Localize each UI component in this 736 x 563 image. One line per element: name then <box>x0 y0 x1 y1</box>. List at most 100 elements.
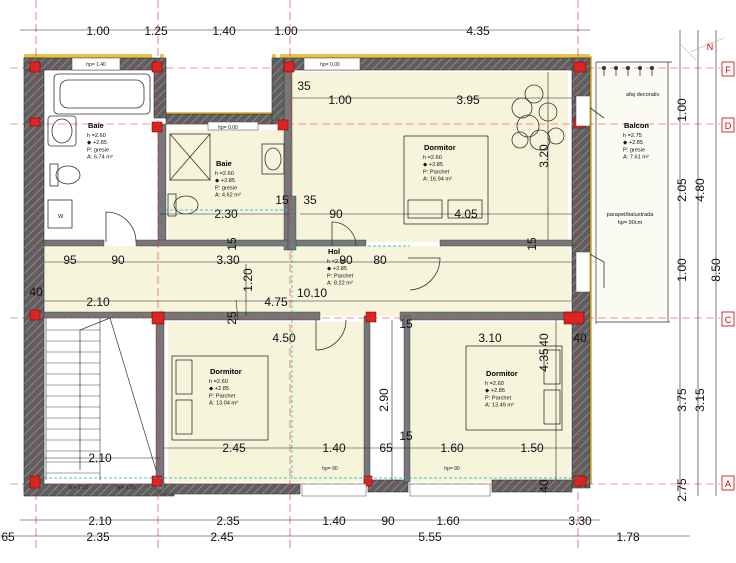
room-name-7: Dormitor <box>486 369 518 378</box>
interior-dim-5: 15 <box>275 193 289 207</box>
axis-label-D: D <box>725 121 732 131</box>
interior-dim-16: 80 <box>373 253 387 267</box>
room-name-6: Dormitor <box>210 367 242 376</box>
bed-top <box>403 135 489 225</box>
room-info-4-1: h =2.75 <box>623 133 642 139</box>
bottom-dim-2-2: 2.35 <box>86 530 110 544</box>
room-info-5-1: h =2.60 <box>327 259 346 265</box>
axis-label-C: C <box>725 315 732 325</box>
room-info-2-4: A: 4.62 m² <box>215 193 241 199</box>
interior-dim-14: 1.20 <box>241 268 255 292</box>
interior-dim-36: 40 <box>537 479 551 493</box>
room-info-3-4: A: 16.94 m² <box>423 177 452 183</box>
room-info-6-4: A: 13.04 m² <box>209 401 238 407</box>
interior-dim-24: 40 <box>573 331 587 345</box>
axis-markers <box>721 61 735 491</box>
right-dim-1: 1.00 <box>675 98 689 122</box>
room-name-4: Balcon <box>624 121 649 130</box>
decorative-studs <box>602 66 654 76</box>
window-label-6: hp= 1.50 <box>68 485 88 491</box>
interior-dim-8: 4.05 <box>454 207 478 221</box>
room-info-4-4: A: 7.61 m² <box>623 155 649 161</box>
plant <box>511 97 533 119</box>
interior-dim-4: 2.30 <box>214 207 238 221</box>
room-info-1-3: P: gresie <box>87 147 109 153</box>
room-name-1: Baie <box>88 121 104 130</box>
balcony-railing <box>595 61 672 324</box>
interior-dim-30: 1.50 <box>520 441 544 455</box>
annotation-parapet: parapet/balustrada <box>607 212 655 218</box>
interior-dim-13: 3.30 <box>216 253 240 267</box>
interior-dim-29: 1.60 <box>440 441 464 455</box>
interior-dim-28: 65 <box>379 441 393 455</box>
room-info-5-2: ◆ +2.85 <box>327 266 347 272</box>
room-info-2-2: ◆ +2.85 <box>215 178 235 184</box>
room-info-5-4: A: 8.22 m² <box>327 281 353 287</box>
annotation-decor: afaj decorativ <box>626 92 659 98</box>
room-name-5: Hol <box>328 247 340 256</box>
bottom-dim-2-5: 1.78 <box>616 530 640 544</box>
room-info-2-3: P: gresie <box>215 185 237 191</box>
interior-dim-27: 1.40 <box>322 441 346 455</box>
interior-dim-18: 2.10 <box>86 295 110 309</box>
interior-dim-33: 2.10 <box>88 451 112 465</box>
room-info-6-2: ◆ +2.85 <box>209 386 229 392</box>
axis-label-F: F <box>725 65 731 75</box>
wc-label: W <box>58 214 64 220</box>
interior-dim-9: 15 <box>225 237 239 251</box>
room-info-6-3: P: Parchet <box>209 393 236 399</box>
bottom-dim-1-1: 2.10 <box>88 514 112 528</box>
north-label: N <box>707 42 714 52</box>
interior-dim-32: 15 <box>399 429 413 443</box>
axis-label-A: A <box>725 479 731 489</box>
room-info-4-2: ◆ +2.85 <box>623 140 643 146</box>
right-dim-6: 3.15 <box>693 388 707 412</box>
right-dim-8: 2.75 <box>675 478 689 502</box>
interior-dim-2: 1.00 <box>328 93 352 107</box>
bottom-dim-2-1: 65 <box>1 530 15 544</box>
interior-dim-7: 90 <box>329 207 343 221</box>
room-info-2-1: h =2.60 <box>215 171 234 177</box>
sink-small <box>261 143 285 175</box>
right-dim-2: 2.05 <box>675 178 689 202</box>
right-dim-4: 3.75 <box>675 388 689 412</box>
bed-left <box>171 355 269 441</box>
interior-dim-37: 40 <box>537 333 551 347</box>
room-info-1-2: ◆ +2.85 <box>87 140 107 146</box>
interior-dim-20: 10.10 <box>297 286 327 300</box>
interior-dim-25: 4.35 <box>537 348 551 372</box>
room-info-1-1: h =2.60 <box>87 133 106 139</box>
bathtub <box>53 73 151 115</box>
window-label-7: hp= 1.50 <box>116 485 136 491</box>
window-label-5: hp= 90 <box>444 466 460 472</box>
walls <box>23 57 591 497</box>
shower <box>169 133 211 181</box>
dimension-lines <box>0 29 717 537</box>
stairs <box>45 318 101 480</box>
interior-dim-15: 90 <box>339 253 353 267</box>
interior-dim-10: 15 <box>525 237 539 251</box>
interior-walls <box>43 69 573 491</box>
bottom-dim-1-3: 1.40 <box>322 514 346 528</box>
interior-dim-17: 40 <box>29 285 43 299</box>
fixtures <box>47 73 565 441</box>
interior-dim-19: 4.75 <box>264 295 288 309</box>
window-label-1: hp= 1.40 <box>86 62 106 68</box>
bottom-dim-1-2: 2.35 <box>216 514 240 528</box>
floor-baie-small <box>168 130 288 242</box>
interior-dim-11: 95 <box>63 253 77 267</box>
bottom-dim-1-4: 90 <box>381 514 395 528</box>
interior-dim-12: 90 <box>111 253 125 267</box>
top-dim-3: 1.40 <box>212 24 236 38</box>
interior-dim-31: 2.90 <box>377 388 391 412</box>
interior-dim-34: 3.20 <box>537 144 551 168</box>
bottom-dim-2-4: 5.55 <box>418 530 442 544</box>
top-dim-1: 1.00 <box>86 24 110 38</box>
room-info-7-3: P: Parchet <box>485 395 512 401</box>
interior-dim-23: 3.10 <box>478 331 502 345</box>
bed-right <box>465 345 563 431</box>
right-dim-5: 4.80 <box>693 178 707 202</box>
toilet <box>49 163 59 187</box>
room-info-1-4: A: 6.74 m² <box>87 155 113 161</box>
floor-stairs <box>42 318 160 488</box>
